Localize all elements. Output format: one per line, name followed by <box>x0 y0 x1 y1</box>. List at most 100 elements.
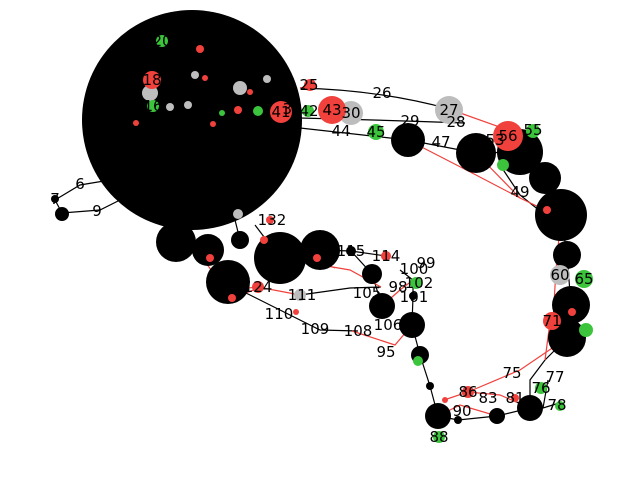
graph-node <box>206 260 250 304</box>
graph-node <box>517 395 543 421</box>
node-label-88: 88 <box>429 428 448 446</box>
node-label-20: 20 <box>152 32 171 50</box>
node-86-circle <box>462 386 474 398</box>
node-label-45: 45 <box>366 123 385 141</box>
node-114-circle <box>381 251 391 261</box>
graph-node <box>553 241 581 269</box>
graph-node <box>206 254 214 262</box>
graph-node <box>231 231 249 249</box>
graph-node <box>253 106 263 116</box>
node-label-65: 65 <box>574 270 593 288</box>
node-label-90: 90 <box>452 402 471 420</box>
graph-node <box>511 394 519 402</box>
node-16-circle <box>147 100 159 112</box>
node-label-60: 60 <box>550 266 569 284</box>
node-label-28: 28 <box>446 113 465 131</box>
hub-inner-nodes <box>133 45 576 403</box>
graph-node <box>552 286 590 324</box>
graph-node <box>142 85 158 101</box>
graph-node <box>219 110 225 116</box>
node-label-86: 86 <box>458 383 477 401</box>
node-55-circle <box>526 124 540 138</box>
node-label-124: 124 <box>244 278 273 296</box>
graph-node <box>51 195 59 203</box>
node-label-47: 47 <box>431 133 450 151</box>
node-20-circle <box>156 35 168 47</box>
node-102-circle <box>410 277 422 289</box>
graph-node <box>260 236 268 244</box>
graph-node <box>425 403 451 429</box>
node-42-circle <box>302 105 314 117</box>
node-label-6: 6 <box>75 175 85 193</box>
node-label-101: 101 <box>400 288 429 306</box>
node-124-circle <box>252 281 264 293</box>
graph-node <box>568 308 576 316</box>
edge <box>239 289 359 332</box>
edge <box>407 139 521 199</box>
node-43-circle <box>318 96 346 124</box>
graph-node <box>233 209 243 219</box>
graph-node <box>166 103 174 111</box>
edge <box>411 324 439 417</box>
node-label-9: 9 <box>92 202 102 220</box>
node-56-circle <box>493 121 523 151</box>
node-label-7: 7 <box>50 190 60 208</box>
graph-node <box>247 89 253 95</box>
graph-node <box>254 232 306 284</box>
node-88-circle <box>433 431 445 443</box>
node-label-56: 56 <box>498 127 517 145</box>
graph-node <box>184 101 192 109</box>
node-label-53: 53 <box>485 131 504 149</box>
node-label-95: 95 <box>376 343 395 361</box>
node-label-77: 77 <box>545 368 564 386</box>
graph-node <box>133 120 139 126</box>
node-label-30: 30 <box>341 104 360 122</box>
graph-node <box>313 254 321 262</box>
node-45-circle <box>368 124 384 140</box>
node-label-26: 26 <box>372 84 391 102</box>
edge <box>299 127 409 141</box>
node-65-circle <box>575 270 593 288</box>
node-label-55: 55 <box>523 121 542 139</box>
node-60-circle <box>550 265 570 285</box>
graph-node <box>228 294 236 302</box>
node-label-98: 98 <box>388 278 407 296</box>
node-25-circle <box>304 79 316 91</box>
node-label-75: 75 <box>502 364 521 382</box>
graph-node <box>233 81 247 95</box>
node-76-circle <box>535 382 547 394</box>
node-label-49: 49 <box>510 183 529 201</box>
graph-node <box>456 133 496 173</box>
node-label-108: 108 <box>344 322 373 340</box>
edge <box>443 337 568 401</box>
graph-node <box>346 246 356 256</box>
graph-node <box>489 408 505 424</box>
node-label-106: 106 <box>374 316 403 334</box>
labelled-nodes-circles <box>143 35 593 443</box>
graph-node <box>535 189 587 241</box>
node-label-31: 31 <box>282 100 301 118</box>
node-label-105: 105 <box>353 284 382 302</box>
node-41-circle <box>270 101 292 123</box>
node-label-100: 100 <box>400 260 429 278</box>
graph-node <box>442 397 448 403</box>
graph-node <box>362 264 382 284</box>
node-label-78: 78 <box>547 396 566 414</box>
graph-node <box>391 123 425 157</box>
black-nodes <box>51 123 590 429</box>
graph-node <box>202 75 208 81</box>
node-111-circle <box>294 289 306 301</box>
node-label-25: 25 <box>299 76 318 94</box>
graph-node <box>156 222 196 262</box>
node-label-114: 114 <box>372 247 401 265</box>
graph-node <box>55 207 69 221</box>
graph-node <box>426 382 434 390</box>
node-label-115: 115 <box>337 242 366 260</box>
node-18-circle <box>143 71 161 89</box>
graph-node <box>192 234 224 266</box>
node-label-42: 42 <box>299 102 318 120</box>
node-label-110: 110 <box>265 305 294 323</box>
graph-node <box>548 319 586 357</box>
node-132-circle <box>266 216 274 224</box>
graph-node <box>234 106 242 114</box>
